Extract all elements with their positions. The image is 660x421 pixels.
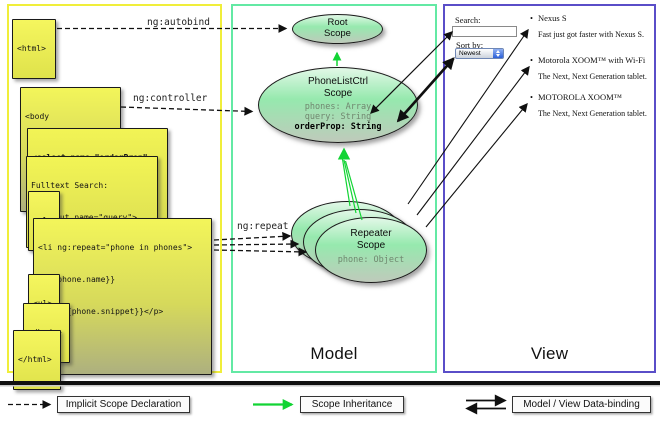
code-line: <li ng:repeat="phone in phones"> [38,242,193,252]
legend-scope-inheritance: Scope Inheritance [300,396,404,413]
code-box-html-open: <html> [12,19,56,79]
legend-implicit-scope-declaration: Implicit Scope Declaration [57,396,190,413]
phone-item-desc: The Next, Next Generation tablet. [538,109,647,119]
phonelistctrl-prop-query: query: String [304,112,372,123]
search-input[interactable] [452,26,517,37]
repeater-title-1: Repeater [350,228,392,239]
phonelistctrl-title-1: PhoneListCtrl [307,76,369,87]
repeater-title-2: Scope [356,240,386,251]
legend-model-view-data-binding: Model / View Data-binding [512,396,651,413]
phone-item-title: • MOTOROLA XOOM™ [530,92,655,102]
code-box-html-close: </html> [13,330,61,390]
phone-item-desc: The Next, Next Generation tablet. [538,72,647,82]
code-line: Fulltext Search: [31,180,109,190]
code-line: <p>{{phone.snippet}}</p> [38,307,164,317]
code-line: </html> [18,354,52,364]
ng-controller-label: ng:controller [133,93,208,104]
repeater-scope-ellipse-front: Repeater Scope phone: Object [315,217,427,283]
phonelistctrl-title-2: Scope [323,88,353,99]
bullet-icon: • [530,55,533,65]
phonelistctrl-prop-orderprop: orderProp: String [294,122,382,133]
search-label: Search: [455,15,481,25]
model-column: Model [231,4,437,373]
dropdown-stepper-icon [493,49,503,58]
code-line: <html> [17,43,46,53]
bullet-icon: • [530,92,533,102]
root-scope-ellipse: Root Scope [292,14,383,44]
view-column-label: View [530,344,569,363]
sort-dropdown-value: Newest [459,50,481,57]
ng-repeat-label: ng:repeat [237,221,289,232]
phone-item-title-text: Motorola XOOM™ with Wi-Fi [538,55,646,65]
sort-dropdown[interactable]: Newest [455,48,504,59]
phonelistctrl-scope-ellipse: PhoneListCtrl Scope phones: Array query:… [258,67,418,143]
phone-item-title: • Motorola XOOM™ with Wi-Fi [530,55,655,65]
phone-item-title-text: Nexus S [538,13,567,23]
bullet-icon: • [530,13,533,23]
phone-list-item: • Nexus S Fast just got faster with Nexus… [530,13,655,40]
root-scope-title-2: Scope [324,28,351,39]
code-line: {{phone.name}} [38,274,116,284]
ng-autobind-label: ng:autobind [147,17,210,28]
phone-item-title-text: MOTOROLA XOOM™ [538,92,622,102]
model-column-label: Model [310,344,358,363]
legend-separator-line [0,381,660,385]
phone-item-desc: Fast just got faster with Nexus S. [538,30,644,40]
phone-item-title: • Nexus S [530,13,655,23]
phone-list-item: • Motorola XOOM™ with Wi-Fi The Next, Nex… [530,55,655,82]
code-line: <body [25,111,50,121]
root-scope-title-1: Root [327,17,348,29]
phonelistctrl-prop-phones: phones: Array [304,102,372,112]
phone-list-item: • MOTOROLA XOOM™ The Next, Next Generatio… [530,92,655,119]
repeater-prop-phone: phone: Object [337,255,405,265]
